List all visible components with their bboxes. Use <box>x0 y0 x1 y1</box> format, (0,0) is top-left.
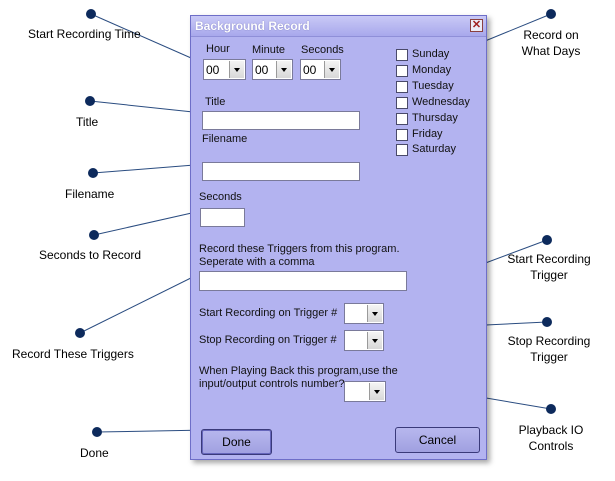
callout-title: Title <box>76 115 99 129</box>
minute-select[interactable]: 00 <box>252 59 293 80</box>
callout-start-time: Start Recording Time <box>28 27 141 41</box>
marker-dot <box>542 235 552 245</box>
callout-seconds: Seconds to Record <box>39 248 142 262</box>
start-trigger-label: Start Recording on Trigger # <box>199 307 338 319</box>
hour-value: 00 <box>206 63 220 77</box>
chevron-down-icon[interactable] <box>229 61 244 78</box>
marker-dot <box>542 317 552 327</box>
leader-triggers <box>79 269 208 334</box>
duration-input[interactable] <box>200 208 245 227</box>
leader-seconds <box>93 209 206 236</box>
day-label-saturday: Saturday <box>412 143 457 155</box>
title-label: Title <box>205 96 226 108</box>
minute-label: Minute <box>252 44 286 56</box>
dialog-title: Background Record <box>195 19 310 33</box>
day-label-wednesday: Wednesday <box>412 96 470 108</box>
cancel-button[interactable]: Cancel <box>395 427 480 453</box>
day-label-monday: Monday <box>412 64 452 76</box>
stop-trigger-label: Stop Recording on Trigger # <box>199 334 337 346</box>
marker-dot <box>546 404 556 414</box>
marker-dot <box>546 9 556 19</box>
callout-filename: Filename <box>65 187 115 201</box>
callout-stop-trigger-line2: Trigger <box>530 350 568 364</box>
marker-dot <box>85 96 95 106</box>
chevron-down-icon[interactable] <box>276 61 291 78</box>
day-label-tuesday: Tuesday <box>412 80 454 92</box>
day-checkbox-sunday[interactable] <box>396 49 408 61</box>
chevron-down-icon[interactable] <box>367 305 382 322</box>
callout-days: Record on What Days <box>516 27 586 59</box>
marker-dot <box>88 168 98 178</box>
callout-days-line1: Record on <box>523 28 579 42</box>
day-label-sunday: Sunday <box>412 48 450 60</box>
callout-start-trigger: Start Recording Trigger <box>500 251 598 283</box>
leader-done <box>96 429 209 433</box>
day-checkbox-wednesday[interactable] <box>396 97 408 109</box>
duration-label: Seconds <box>199 191 242 203</box>
filename-input[interactable] <box>202 162 360 181</box>
leader-filename <box>92 163 208 174</box>
triggers-input[interactable] <box>199 271 407 291</box>
day-checkbox-tuesday[interactable] <box>396 81 408 93</box>
triggers-label-2: Seperate with a comma <box>199 256 315 268</box>
chevron-down-icon[interactable] <box>369 383 384 400</box>
callout-days-line2: What Days <box>521 44 581 58</box>
second-value: 00 <box>303 63 317 77</box>
day-checkbox-thursday[interactable] <box>396 113 408 125</box>
day-checkbox-friday[interactable] <box>396 129 408 141</box>
day-checkbox-saturday[interactable] <box>396 144 408 156</box>
callout-done: Done <box>80 446 109 460</box>
marker-dot <box>92 427 102 437</box>
callout-playback-line2: Controls <box>528 439 574 453</box>
start-trigger-select[interactable] <box>344 303 384 324</box>
callout-start-trigger-line1: Start Recording <box>507 252 591 266</box>
playback-label-1: When Playing Back this program,use the <box>199 365 398 377</box>
title-input[interactable] <box>202 111 360 130</box>
close-icon[interactable]: ✕ <box>470 19 483 32</box>
stop-trigger-select[interactable] <box>344 330 384 351</box>
background-record-dialog: Background Record ✕ Hour Minute Seconds … <box>190 15 487 460</box>
hour-label: Hour <box>206 43 230 55</box>
playback-label-2: input/output controls number? <box>199 378 345 390</box>
day-label-friday: Friday <box>412 128 443 140</box>
marker-dot <box>89 230 99 240</box>
callout-stop-trigger: Stop Recording Trigger <box>500 333 598 365</box>
triggers-label-1: Record these Triggers from this program. <box>199 243 400 255</box>
minute-value: 00 <box>255 63 269 77</box>
second-select[interactable]: 00 <box>300 59 341 80</box>
chevron-down-icon[interactable] <box>324 61 339 78</box>
marker-dot <box>75 328 85 338</box>
playback-select[interactable] <box>344 381 386 402</box>
leader-start-time <box>90 13 208 66</box>
day-checkbox-monday[interactable] <box>396 65 408 77</box>
chevron-down-icon[interactable] <box>367 332 382 349</box>
day-label-thursday: Thursday <box>412 112 458 124</box>
dialog-titlebar[interactable]: Background Record ✕ <box>191 16 486 37</box>
callout-playback: Playback IO Controls <box>508 422 594 454</box>
callout-triggers: Record These Triggers <box>12 347 134 361</box>
done-button[interactable]: Done <box>201 429 272 455</box>
callout-start-trigger-line2: Trigger <box>530 268 568 282</box>
callout-stop-trigger-line1: Stop Recording <box>507 334 591 348</box>
callout-playback-line1: Playback IO <box>518 423 584 437</box>
marker-dot <box>86 9 96 19</box>
filename-label: Filename <box>202 133 248 145</box>
hour-select[interactable]: 00 <box>203 59 246 80</box>
seconds-time-label: Seconds <box>301 44 344 56</box>
